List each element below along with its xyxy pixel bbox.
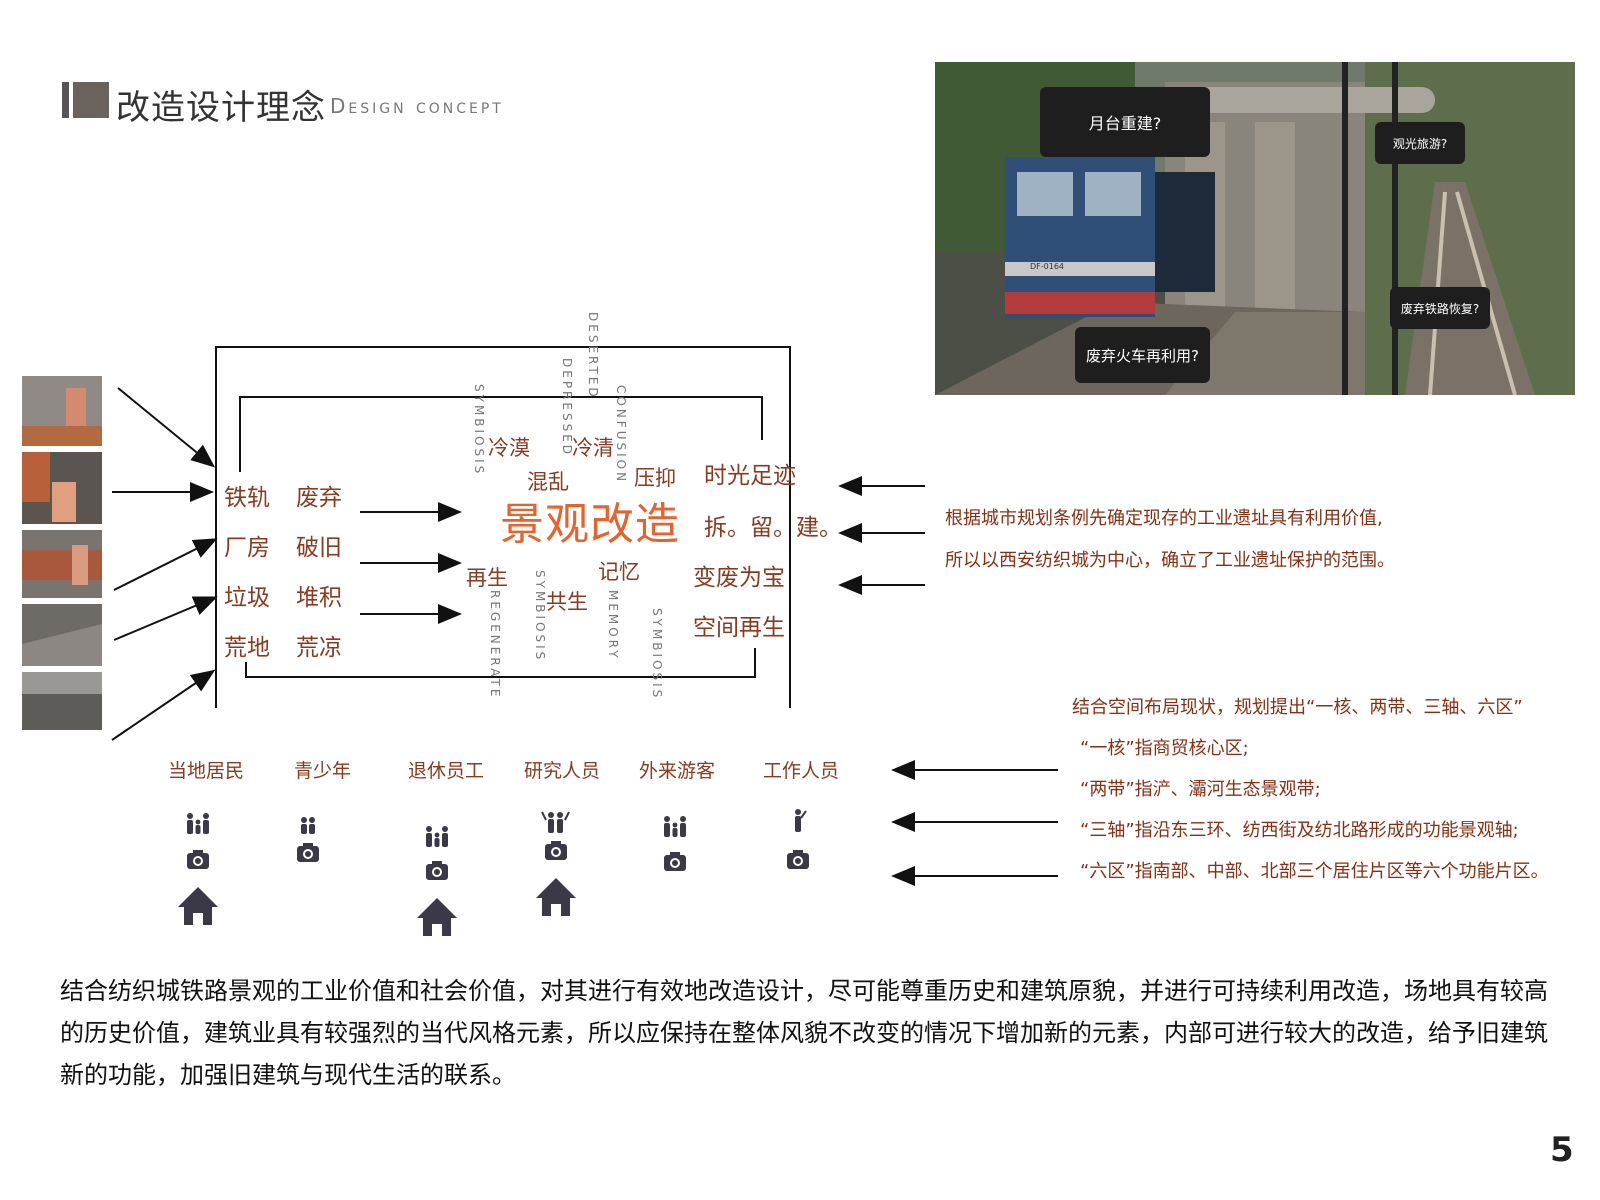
thumb-field-photo: [22, 672, 102, 730]
word-symbiosis: 共生: [546, 590, 588, 614]
family-icon-tourists: [664, 816, 686, 837]
core-concept: 景观改造: [500, 499, 680, 550]
en-symbiosis-3: SYMBIOSIS: [650, 608, 664, 701]
kw-factory: 厂房: [224, 535, 270, 561]
kw-time-trace: 时光足迹: [704, 463, 796, 489]
worker-icon: [795, 809, 807, 832]
thumb-factory-photo: [22, 452, 102, 524]
people-tourists: 外来游客: [639, 760, 716, 782]
home-icon-researchers: [536, 878, 576, 916]
thumb-wasteland-illustration: [22, 604, 102, 666]
bubble-platform: 月台重建?: [1040, 87, 1210, 157]
en-confusion: CONFUSION: [614, 385, 628, 485]
inner-frame-top: [239, 396, 763, 472]
people-staff: 工作人员: [763, 760, 840, 782]
note1-line1: 根据城市规划条例先确定现存的工业遗址具有利用价值,: [945, 508, 1383, 529]
home-icon-retirees: [417, 898, 457, 936]
researchers-icon: [541, 811, 570, 833]
thumb-factory-illustration: [22, 452, 102, 524]
note2-line3: “两带”指浐、灞河生态景观带;: [1080, 779, 1321, 800]
en-symbiosis-2: SYMBIOSIS: [533, 570, 547, 663]
people-youth: 青少年: [294, 760, 352, 782]
kw-wasteland: 荒地: [224, 635, 270, 661]
en-symbiosis-1: SYMBIOSIS: [472, 384, 486, 477]
thumb-track-photo: [22, 376, 102, 446]
people-retirees: 退休员工: [408, 760, 485, 782]
outer-frame: [215, 346, 791, 708]
header-bar-icon: [62, 82, 69, 118]
page-subtitle: Design concept: [330, 94, 504, 118]
note2-line5: “六区”指南部、中部、北部三个居住片区等六个功能片区。: [1080, 861, 1549, 882]
note2-line2: “一核”指商贸核心区;: [1080, 738, 1249, 759]
family-icon-residents: [187, 813, 209, 834]
en-deserted: DESERTED: [586, 312, 600, 400]
word-depressed: 压抑: [634, 466, 676, 490]
en-memory: MEMORY: [606, 590, 620, 661]
people-researchers: 研究人员: [524, 760, 601, 782]
word-deserted: 冷清: [572, 436, 614, 460]
bubble-train-reuse: 废弃火车再利用?: [1075, 327, 1210, 383]
camera-icon-researchers: [545, 841, 567, 860]
bubble-tourism: 观光旅游?: [1375, 122, 1465, 164]
camera-icon-retirees: [426, 861, 448, 880]
page-number: 5: [1550, 1130, 1574, 1170]
home-icon-residents: [178, 887, 218, 925]
kw-piled: 堆积: [296, 585, 342, 611]
header-square-icon: [73, 82, 109, 118]
kids-icon-youth: [301, 817, 315, 834]
thumb-garbage-illustration: [22, 530, 102, 598]
arrow-thumb-5: [111, 669, 216, 741]
arrow-thumb-4: [113, 596, 218, 641]
family-icon-retirees: [426, 826, 448, 847]
kw-waste-to-treasure: 变废为宝: [693, 565, 785, 591]
word-memory: 记忆: [598, 560, 640, 584]
page-title: 改造设计理念: [116, 88, 326, 128]
note2-line4: “三轴”指沿东三环、纺西街及纺北路形成的功能景观轴;: [1080, 820, 1519, 841]
camera-icon-staff: [787, 850, 809, 869]
kw-abandoned: 废弃: [296, 485, 342, 511]
kw-garbage: 垃圾: [224, 585, 270, 611]
summary-paragraph: 结合纺织城铁路景观的工业价值和社会价值，对其进行有效地改造设计，尽可能尊重历史和…: [60, 977, 1548, 1089]
word-indifferent: 冷漠: [488, 436, 530, 460]
note1-line2: 所以以西安纺织城为中心，确立了工业遗址保护的范围。: [945, 550, 1395, 571]
inner-frame-bottom: [245, 648, 756, 678]
kw-space-regen: 空间再生: [693, 615, 785, 641]
word-chaos: 混乱: [527, 470, 569, 494]
camera-icon-youth: [297, 843, 319, 862]
railway-photo: DF-0164 月台重建? 观光旅游? 废弃铁路恢复? 废弃火车再利用?: [935, 62, 1575, 395]
thumb-field-illustration: [22, 672, 102, 730]
train-number: DF-0164: [1030, 262, 1064, 271]
thumb-wasteland-photo: [22, 604, 102, 666]
camera-icon-tourists: [664, 852, 686, 871]
camera-icon-residents: [187, 850, 209, 869]
thumb-garbage-photo: [22, 530, 102, 598]
kw-demolish-keep-build: 拆。留。建。: [704, 515, 842, 541]
kw-desolate: 荒凉: [296, 635, 342, 661]
note2-line1: 结合空间布局现状，规划提出“一核、两带、三轴、六区”: [1072, 697, 1523, 718]
kw-shabby: 破旧: [296, 535, 342, 561]
bubble-rail-restore: 废弃铁路恢复?: [1390, 287, 1490, 329]
people-residents: 当地居民: [168, 760, 245, 782]
word-regenerate: 再生: [466, 566, 508, 590]
arrow-thumb-1: [117, 387, 216, 468]
kw-rail: 铁轨: [224, 485, 270, 511]
en-depressed: DEPRESSED: [560, 358, 574, 458]
en-regenerate: REGENERATE: [488, 590, 502, 700]
arrow-thumb-3: [113, 538, 218, 591]
thumb-track-illustration: [22, 376, 102, 446]
